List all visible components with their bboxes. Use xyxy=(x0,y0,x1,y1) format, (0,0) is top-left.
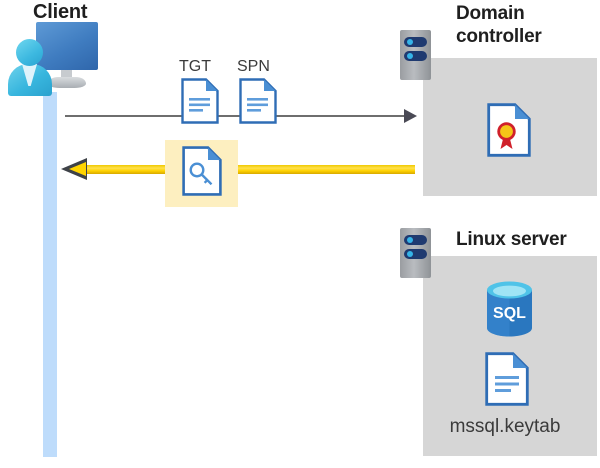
domain-controller-label-line2: controller xyxy=(456,26,542,47)
tgt-label: TGT xyxy=(179,58,211,75)
domain-controller-label: Domain controller xyxy=(456,2,596,48)
server-bay-icon xyxy=(404,249,427,259)
response-arrow-line xyxy=(85,165,415,174)
text-document-icon xyxy=(181,78,219,124)
server-rack-icon xyxy=(400,30,431,80)
domain-controller-label-line1: Domain xyxy=(456,3,525,24)
workstation-user-icon xyxy=(8,22,98,96)
sql-database-icon: SQL xyxy=(484,280,535,343)
text-document-icon xyxy=(239,78,277,124)
key-document-icon xyxy=(182,146,222,196)
request-arrow-line xyxy=(65,115,411,117)
sql-label: SQL xyxy=(493,305,526,322)
request-arrow-head-icon xyxy=(404,109,417,123)
keytab-filename-label: mssql.keytab xyxy=(449,416,561,437)
server-bay-icon xyxy=(404,51,427,61)
client-lifeline xyxy=(43,92,57,457)
server-bay-icon xyxy=(404,37,427,47)
client-label: Client xyxy=(33,1,88,23)
spn-label: SPN xyxy=(237,58,270,75)
certificate-document-icon xyxy=(487,103,531,157)
server-bay-icon xyxy=(404,235,427,245)
monitor-neck-icon xyxy=(61,70,72,80)
monitor-base-icon xyxy=(48,77,86,88)
server-rack-icon xyxy=(400,228,431,278)
response-arrow-head-fill-icon xyxy=(69,162,86,176)
monitor-screen-icon xyxy=(36,22,98,70)
linux-server-label: Linux server xyxy=(456,229,567,250)
person-head-icon xyxy=(16,39,43,66)
keytab-document-icon xyxy=(485,352,529,406)
